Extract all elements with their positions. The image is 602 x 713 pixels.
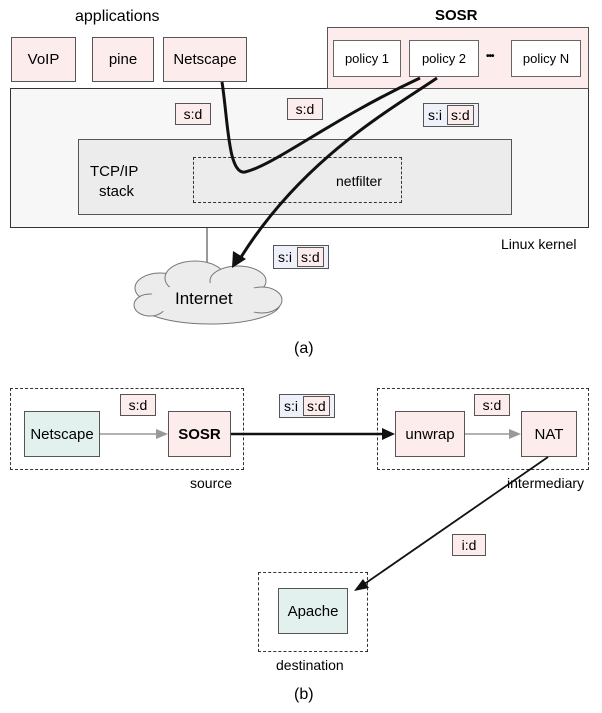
path-sosr-to-internet-arrow xyxy=(236,76,438,263)
tag-mid-si-sd: s:i s:d xyxy=(279,394,335,418)
tag-mid-outer: s:i xyxy=(284,398,298,414)
tag-dest-id: i:d xyxy=(452,534,486,556)
tag-sd-2: s:d xyxy=(287,98,323,120)
part-a-graphics xyxy=(133,76,438,325)
nat-box: NAT xyxy=(521,411,577,457)
tag-si-sd-kernel: s:i s:d xyxy=(423,103,479,127)
part-b: Netscape SOSR s:d source s:i s:d unwrap … xyxy=(0,365,602,713)
intermediary-label: intermediary xyxy=(507,475,585,491)
policy-1-box: policy 1 xyxy=(333,40,401,77)
source-sosr-box: SOSR xyxy=(168,411,231,457)
unwrap-box: unwrap xyxy=(395,411,465,457)
tag-source-sd: s:d xyxy=(120,394,156,416)
source-group xyxy=(10,388,244,470)
intermediary-group xyxy=(377,388,589,470)
arrowhead-netscape-sosr xyxy=(156,429,168,439)
path-netscape-to-sosr-arrow xyxy=(220,76,421,174)
tag-mid-inner: s:d xyxy=(303,396,330,416)
caption-b: (b) xyxy=(294,686,314,703)
tag-sd-1: s:d xyxy=(175,103,211,125)
arrowhead-internet xyxy=(232,251,246,268)
tag-si-outer-2: s:i xyxy=(278,249,292,265)
app-netscape: Netscape xyxy=(163,37,247,82)
netfilter-box xyxy=(193,157,402,203)
tag-inter-sd: s:d xyxy=(474,394,510,416)
part-b-graphics xyxy=(100,428,549,591)
stack-label-line2: stack xyxy=(99,183,135,200)
arrowhead-sosr-unwrap xyxy=(382,428,395,440)
linux-kernel-label: Linux kernel xyxy=(501,236,577,252)
apache-box: Apache xyxy=(278,588,348,634)
tag-sd-inner-2: s:d xyxy=(297,247,324,267)
app-voip: VoIP xyxy=(11,37,76,82)
destination-group xyxy=(258,572,368,652)
tag-si-sd-wire: s:i s:d xyxy=(273,245,329,269)
policy-2-box: policy 2 xyxy=(409,40,479,77)
destination-label: destination xyxy=(276,657,344,673)
arrowhead-unwrap-nat xyxy=(509,429,521,439)
source-label: source xyxy=(190,475,233,491)
tag-si-outer: s:i xyxy=(428,107,442,123)
sosr-title: SOSR xyxy=(435,7,478,24)
part-a: applications VoIP pine Netscape SOSR pol… xyxy=(10,7,589,357)
internet-label: Internet xyxy=(175,289,233,308)
tag-sd-inner: s:d xyxy=(447,105,474,125)
netfilter-label: netfilter xyxy=(336,173,382,189)
caption-a: (a) xyxy=(294,340,314,357)
policy-ellipsis: ••• xyxy=(486,51,494,62)
source-netscape-box: Netscape xyxy=(24,411,100,457)
arrowhead-nat-apache xyxy=(354,579,369,591)
stack-label-line1: TCP/IP xyxy=(90,163,139,180)
policy-n-box: policy N xyxy=(511,40,581,77)
app-pine: pine xyxy=(92,37,154,82)
applications-label: applications xyxy=(75,8,160,25)
